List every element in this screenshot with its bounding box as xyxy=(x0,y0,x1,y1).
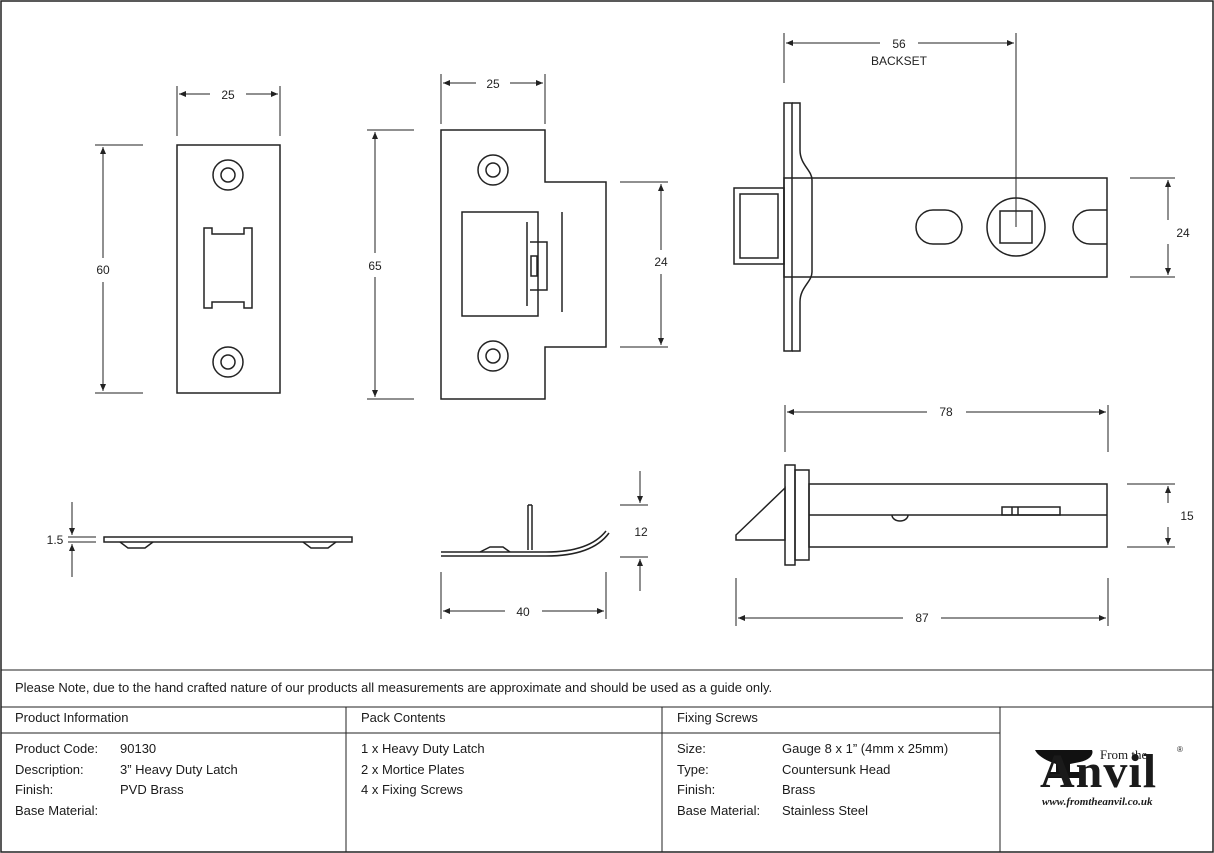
screw-finish-label: Finish: xyxy=(677,782,716,797)
measurement-note: Please Note, due to the hand crafted nat… xyxy=(15,680,773,695)
tplate-width-dim: 25 xyxy=(486,77,500,91)
description-value: 3” Heavy Duty Latch xyxy=(120,762,238,777)
tplate-inner-dim: 24 xyxy=(654,255,668,269)
latch-body-height-dim: 15 xyxy=(1180,509,1194,523)
tee-plate-front xyxy=(440,129,607,400)
pack-item: 4 x Fixing Screws xyxy=(361,782,463,797)
screw-type-label: Type: xyxy=(677,762,709,777)
pack-contents-heading: Pack Contents xyxy=(361,710,446,725)
strike-height-dim: 60 xyxy=(96,263,110,277)
screw-size-value: Gauge 8 x 1” (4mm x 25mm) xyxy=(782,741,949,756)
product-code-value: 90130 xyxy=(120,741,157,756)
strike-plate-front xyxy=(176,144,281,394)
logo-url: www.fromtheanvil.co.uk xyxy=(1042,796,1153,808)
product-code-label: Product Code: xyxy=(15,741,99,756)
product-info-heading: Product Information xyxy=(15,710,129,725)
latch-body-top xyxy=(733,102,1108,352)
description-label: Description: xyxy=(15,762,84,777)
logo-name: Anvil xyxy=(1040,745,1158,798)
base-material-label: Base Material: xyxy=(15,803,99,818)
backset-label: BACKSET xyxy=(871,54,928,68)
tplate-height-dim: 65 xyxy=(368,259,382,273)
tplate-depth-dim: 12 xyxy=(634,525,648,539)
screw-material-label: Base Material: xyxy=(677,803,761,818)
strike-width-dim: 25 xyxy=(221,88,235,102)
finish-value: PVD Brass xyxy=(120,782,184,797)
fixing-screws-heading: Fixing Screws xyxy=(677,710,758,725)
logo-from-text: From the xyxy=(1100,747,1148,762)
screw-material-value: Stainless Steel xyxy=(782,803,868,818)
latch-face-dim: 24 xyxy=(1176,226,1190,240)
tee-plate-side xyxy=(441,504,610,557)
finish-label: Finish: xyxy=(15,782,54,797)
tplate-side-width-dim: 40 xyxy=(516,605,530,619)
pack-item: 2 x Mortice Plates xyxy=(361,762,465,777)
latch-body-side xyxy=(735,464,1108,566)
screw-size-label: Size: xyxy=(677,741,706,756)
pack-item: 1 x Heavy Duty Latch xyxy=(361,741,485,756)
logo-registered-mark: ® xyxy=(1177,745,1183,754)
anvil-logo-icon xyxy=(1035,750,1093,778)
screw-finish-value: Brass xyxy=(782,782,816,797)
latch-body-length-dim: 78 xyxy=(939,405,953,419)
strike-thickness-dim: 1.5 xyxy=(47,533,64,547)
latch-total-length-dim: 87 xyxy=(915,611,929,625)
screw-type-value: Countersunk Head xyxy=(782,762,891,777)
backset-value-dim: 56 xyxy=(892,37,906,51)
strike-plate-side xyxy=(103,536,353,549)
